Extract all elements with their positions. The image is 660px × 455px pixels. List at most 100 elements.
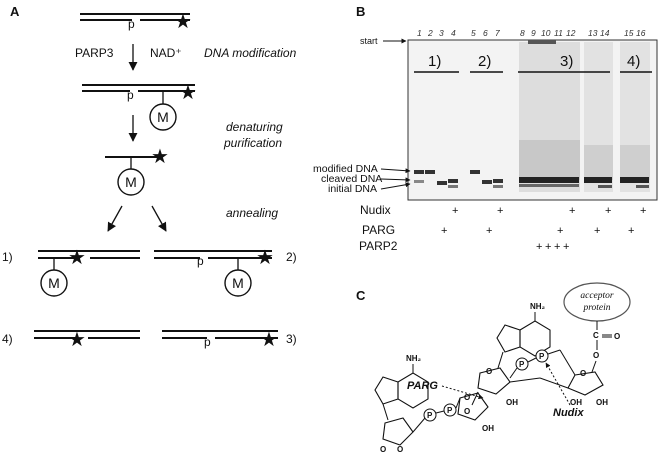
lane-number: 5 xyxy=(471,28,476,38)
amine-label: NH₂ xyxy=(406,354,422,363)
plus-sign: + xyxy=(545,241,551,253)
pyrophosphate: P P xyxy=(412,397,461,433)
nudix-arrow-icon xyxy=(545,362,571,406)
hydroxyl-label: OH xyxy=(596,398,608,407)
plus-sign: + xyxy=(536,241,542,253)
plus-sign: + xyxy=(554,241,560,253)
band-arrow-icon xyxy=(380,182,411,190)
lane-number: 2 xyxy=(427,28,433,38)
panel-a-label: A xyxy=(10,4,20,19)
group-label: 2) xyxy=(478,53,491,70)
amine-label: NH₂ xyxy=(530,302,546,311)
pyrophosphate-upper: P P xyxy=(509,349,576,379)
plus-sign: + xyxy=(486,225,492,237)
acceptor-label-2: protein xyxy=(582,303,610,313)
duplex-number: 1) xyxy=(2,250,13,264)
band-label-initial: initial DNA xyxy=(328,183,377,195)
row-label-nudix: Nudix xyxy=(360,203,391,217)
phosphate-p: P xyxy=(519,360,525,369)
label-star-icon: ★ xyxy=(179,82,197,104)
plus-sign: + xyxy=(497,205,503,217)
label-star-icon: ★ xyxy=(174,11,192,33)
enzyme-label: PARP3 xyxy=(75,46,114,60)
panel-a: A p ★ PARP3 NAD⁺ DNA modification p ★ M … xyxy=(2,4,297,351)
label-star-icon: ★ xyxy=(68,329,86,351)
panel-b: B start 1 2 3 4 5 6 7 8 9 10 11 12 13 14… xyxy=(313,4,658,253)
hydroxyl-label: OH xyxy=(506,398,518,407)
lane-number: 3 xyxy=(439,28,444,38)
start-label: start xyxy=(360,36,378,46)
phosphate-label: p xyxy=(204,335,211,349)
modification-circle xyxy=(149,103,177,131)
lane-number: 1 xyxy=(417,28,422,38)
lane-number: 12 xyxy=(566,28,576,38)
ring-o: O xyxy=(486,367,492,376)
ribose-left: O O xyxy=(380,417,414,454)
lane-number: 4 xyxy=(451,28,456,38)
plus-sign: + xyxy=(557,225,563,237)
phosphate-label: p xyxy=(127,88,134,102)
group-label: 1) xyxy=(428,53,441,70)
label-star-icon: ★ xyxy=(68,247,86,269)
ribose-middle: O OH O xyxy=(464,367,569,416)
hydroxyl-label: OH xyxy=(482,424,494,433)
lane-number: 10 xyxy=(541,28,551,38)
cofactor-label: NAD⁺ xyxy=(150,46,182,60)
modification-label: M xyxy=(125,174,137,190)
duplex-2: 2) p ★ M xyxy=(154,247,297,297)
hydroxyl-o: O xyxy=(380,445,386,454)
modification-circle xyxy=(224,269,252,297)
phosphate-label: p xyxy=(128,17,135,31)
group-label: 3) xyxy=(560,53,573,70)
row-label-parp2: PARP2 xyxy=(359,239,398,253)
duplex-3: 3) p ★ xyxy=(162,329,297,351)
phosphate-p: P xyxy=(539,352,545,361)
step-purification: purification xyxy=(223,136,282,150)
duplex-number: 3) xyxy=(286,332,297,346)
modification-label: M xyxy=(157,109,169,125)
lane-number: 16 xyxy=(636,28,646,38)
phosphate-p: P xyxy=(427,411,433,420)
panel-c-label: C xyxy=(356,288,366,303)
ester-o: O xyxy=(593,351,599,360)
label-star-icon: ★ xyxy=(260,329,278,351)
ribose-left-pair: O OH xyxy=(457,392,494,433)
step-annealing: annealing xyxy=(226,206,278,220)
modification-label: M xyxy=(232,275,244,291)
panel-c: C acceptor protein C O O O OH OH NH₂ xyxy=(356,282,631,454)
acceptor-protein-ellipse xyxy=(563,282,631,322)
plus-sign: + xyxy=(594,225,600,237)
initial-duplex: p ★ xyxy=(80,11,192,33)
gel-image: 1) 2) 3) 4) xyxy=(407,39,658,201)
treatment-plus-signs: + + + + + + + + + + + + + + xyxy=(441,205,646,253)
band-arrow-icon xyxy=(380,168,411,174)
purified-strand: ★ M xyxy=(105,146,169,196)
arrow-down-right-icon xyxy=(151,205,167,232)
duplex-number: 4) xyxy=(2,332,13,346)
band-label-modified: modified DNA xyxy=(313,163,378,175)
plus-sign: + xyxy=(569,205,575,217)
band-label-cleaved: cleaved DNA xyxy=(321,173,382,185)
hydroxyl-o: O xyxy=(397,445,403,454)
lane-number: 13 xyxy=(588,28,598,38)
lane-numbers: 1 2 3 4 5 6 7 8 9 10 11 12 13 14 15 16 xyxy=(417,28,646,38)
lane-number: 7 xyxy=(495,28,500,38)
adenine-top: NH₂ xyxy=(496,302,551,369)
lane-number: 6 xyxy=(483,28,488,38)
row-label-parg: PARG xyxy=(362,223,395,237)
plus-sign: + xyxy=(605,205,611,217)
acceptor-label-1: acceptor xyxy=(580,291,614,301)
nudix-label: Nudix xyxy=(553,407,584,419)
plus-sign: + xyxy=(640,205,646,217)
label-star-icon: ★ xyxy=(151,146,169,168)
modification-label: M xyxy=(48,275,60,291)
panel-b-label: B xyxy=(356,4,365,19)
carbonyl-c: C xyxy=(593,331,599,340)
hydroxyl-label: OH xyxy=(570,398,582,407)
phosphate-label: p xyxy=(197,254,204,268)
ring-o: O xyxy=(580,369,586,378)
lane-number: 8 xyxy=(520,28,525,38)
label-star-icon: ★ xyxy=(256,247,274,269)
adenine-left: NH₂ xyxy=(374,354,429,421)
duplex-number: 2) xyxy=(286,250,297,264)
